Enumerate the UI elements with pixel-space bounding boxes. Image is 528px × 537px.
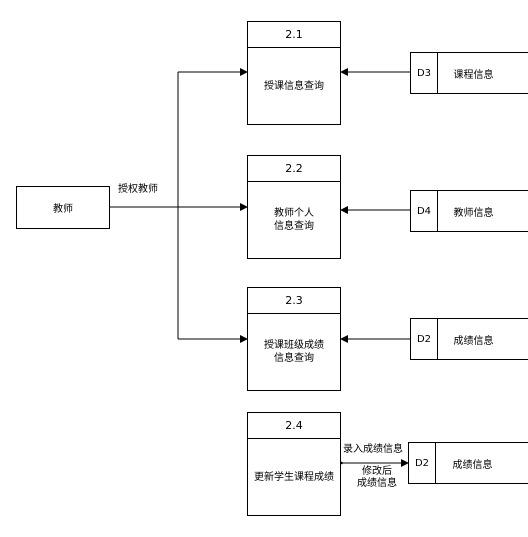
store-name: 课程信息 xyxy=(453,69,494,81)
store-id: D3 xyxy=(411,53,438,93)
data-store-d2[interactable]: D2 成绩信息 xyxy=(410,318,528,360)
process-name: 授课班级成绩 信息查询 xyxy=(264,340,324,364)
process-2-2[interactable]: 2.2 教师个人 信息查询 xyxy=(247,155,341,259)
process-name: 更新学生课程成绩 xyxy=(254,471,334,483)
data-store-d2-update[interactable]: D2 成绩信息 xyxy=(408,442,528,484)
process-id: 2.4 xyxy=(248,413,340,439)
store-id: D2 xyxy=(409,443,436,483)
store-name: 成绩信息 xyxy=(453,335,494,347)
process-2-4[interactable]: 2.4 更新学生课程成绩 xyxy=(247,412,341,516)
data-store-d4[interactable]: D4 教师信息 xyxy=(410,190,528,232)
flow-label-authorized-teacher: 授权教师 xyxy=(118,184,158,195)
process-id: 2.3 xyxy=(248,288,340,314)
flow-label-enter-grades: 录入成绩信息 xyxy=(343,444,403,455)
process-name: 教师个人 信息查询 xyxy=(274,208,314,232)
store-id: D4 xyxy=(411,191,438,231)
entity-teacher-label: 教师 xyxy=(53,204,73,215)
entity-teacher[interactable]: 教师 xyxy=(16,186,110,229)
process-id: 2.2 xyxy=(248,156,340,182)
store-id: D2 xyxy=(411,319,438,359)
process-name: 授课信息查询 xyxy=(264,80,324,92)
process-2-3[interactable]: 2.3 授课班级成绩 信息查询 xyxy=(247,287,341,391)
flow-label-modified-grades: 修改后 成绩信息 xyxy=(357,466,397,489)
store-name: 教师信息 xyxy=(453,207,494,219)
store-name: 成绩信息 xyxy=(452,459,493,471)
process-2-1[interactable]: 2.1 授课信息查询 xyxy=(247,21,341,125)
data-store-d3[interactable]: D3 课程信息 xyxy=(410,52,528,94)
process-id: 2.1 xyxy=(248,22,340,48)
